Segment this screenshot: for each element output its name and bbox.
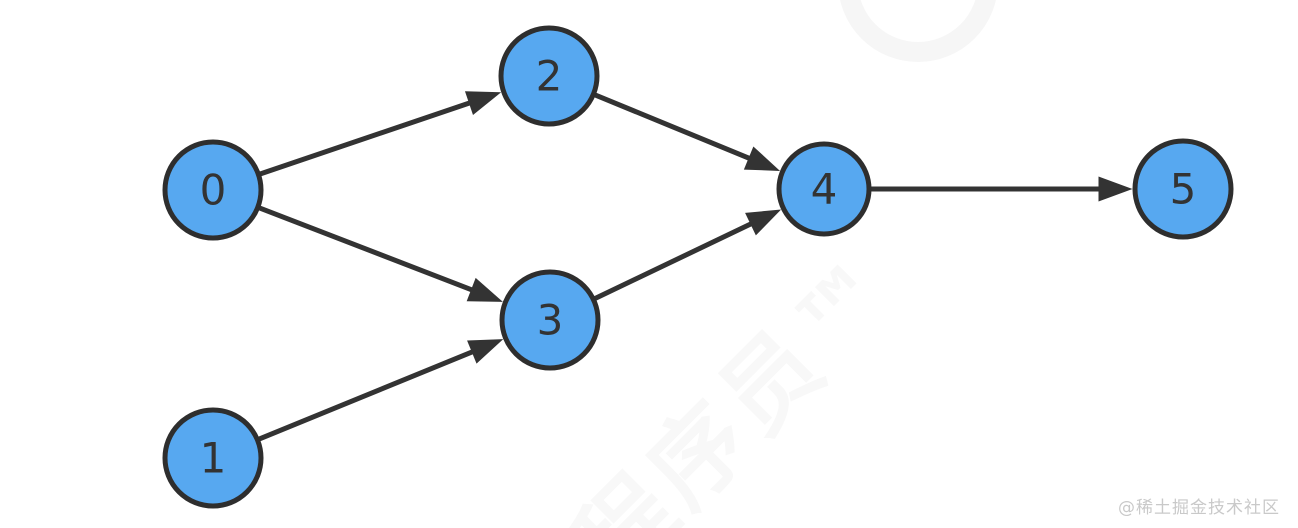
arrowhead-icon bbox=[1098, 176, 1133, 202]
graph-node-3: 3 bbox=[499, 269, 601, 371]
arrowhead-icon bbox=[466, 277, 503, 302]
edge-line bbox=[593, 92, 755, 163]
arrowhead-icon bbox=[743, 146, 781, 171]
graph-edge-3-4 bbox=[593, 209, 782, 301]
node-label: 3 bbox=[537, 296, 564, 345]
graph-edge-0-3 bbox=[257, 205, 503, 302]
graph-node-0: 0 bbox=[162, 139, 264, 241]
graph-edge-4-5 bbox=[869, 176, 1133, 202]
graph-edge-1-3 bbox=[257, 339, 504, 442]
node-label: 0 bbox=[200, 166, 227, 215]
watermark-ring bbox=[840, 0, 996, 62]
graph-edge-0-2 bbox=[258, 91, 502, 177]
node-circle bbox=[162, 407, 264, 509]
node-label: 2 bbox=[536, 52, 563, 101]
watermark-credit: @稀土掘金技术社区 bbox=[1118, 498, 1280, 518]
graph-edges-layer bbox=[257, 91, 1133, 442]
node-circle bbox=[499, 269, 601, 371]
graph-edge-2-4 bbox=[593, 92, 781, 171]
graph-node-1: 1 bbox=[162, 407, 264, 509]
node-circle bbox=[498, 25, 600, 127]
node-label: 1 bbox=[200, 434, 227, 483]
arrowhead-icon bbox=[467, 339, 504, 364]
watermark-diagonal-text: 程序员™ bbox=[553, 232, 922, 528]
arrowhead-icon bbox=[745, 209, 782, 236]
edge-line bbox=[593, 219, 757, 301]
arrowhead-icon bbox=[464, 91, 502, 115]
graph-nodes-layer: 0 1 2 3 4 5 bbox=[162, 25, 1234, 509]
edge-line bbox=[257, 205, 478, 294]
node-label: 5 bbox=[1170, 165, 1197, 214]
node-label: 4 bbox=[811, 165, 838, 214]
graph-node-2: 2 bbox=[498, 25, 600, 127]
graph-node-4: 4 bbox=[776, 141, 872, 237]
node-circle bbox=[776, 141, 872, 237]
edge-line bbox=[257, 348, 479, 442]
graph-node-5: 5 bbox=[1132, 138, 1234, 240]
node-circle bbox=[1132, 138, 1234, 240]
node-circle bbox=[162, 139, 264, 241]
edge-line bbox=[258, 99, 476, 177]
